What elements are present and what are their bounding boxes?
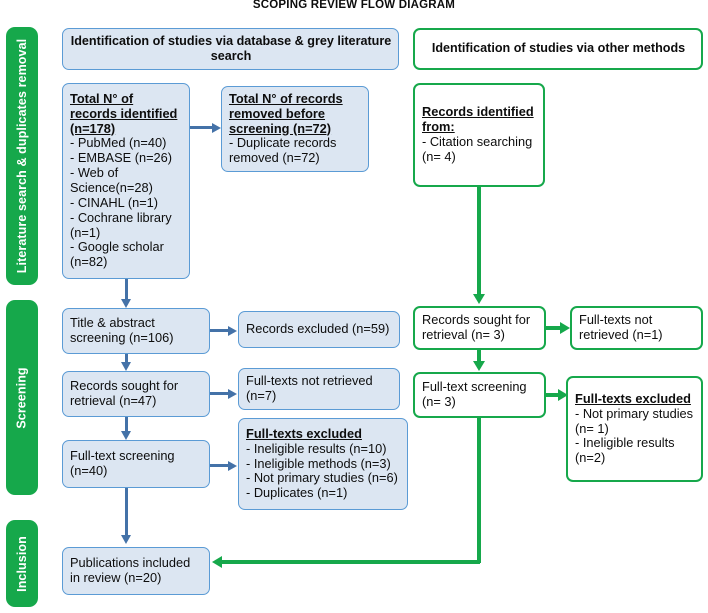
- box-records-identified-heading: Total N° of records identified (n=178): [70, 90, 178, 136]
- box-records-identified: Total N° of records identified (n=178) -…: [62, 83, 190, 279]
- stage-rail-literature-search: Literature search & duplicates removal: [6, 27, 38, 285]
- arrowhead-identified-to-screening: [121, 299, 131, 308]
- box-records-removed-heading: Total N° of records removed before scree…: [229, 90, 343, 136]
- connector-other-to-included-horizontal: [222, 560, 480, 564]
- header-other-methods: Identification of studies via other meth…: [413, 28, 703, 70]
- box-publications-included: Publications included in review (n=20): [62, 547, 210, 595]
- arrowhead-other-identified-to-sought: [472, 294, 485, 304]
- box-records-identified-item-2: - Web of Science(n=28): [70, 165, 153, 195]
- arrowhead-other-sought-to-fulltext-screening: [472, 361, 485, 371]
- stage-label-screening: Screening: [15, 366, 29, 429]
- box-other-fulltexts-not-retrieved: Full-texts not retrieved (n=1): [570, 306, 703, 350]
- box-fulltext-screening: Full-text screening (n=40): [62, 440, 210, 488]
- box-records-identified-item-0: - PubMed (n=40): [70, 135, 167, 151]
- stage-label-literature-search: Literature search & duplicates removal: [15, 38, 30, 274]
- box-fulltext-screening-label: Full-text screening (n=40): [70, 448, 175, 478]
- header-other-methods-label: Identification of studies via other meth…: [431, 41, 686, 56]
- box-other-fulltexts-excluded-item-0: - Not primary studies (n= 1): [575, 405, 694, 436]
- box-other-records-identified-item-0: - Citation searching (n= 4): [422, 134, 533, 164]
- arrowhead-other-to-included: [212, 555, 222, 568]
- header-database-search-label: Identification of studies via database &…: [70, 33, 392, 63]
- box-records-identified-item-4: - Cochrane library (n=1): [70, 209, 172, 240]
- box-title-abstract-screening: Title & abstract screening (n=106): [62, 308, 210, 354]
- box-records-identified-item-3: - CINAHL (n=1): [70, 194, 159, 210]
- connector-other-sought-to-not-retrieved: [546, 326, 564, 330]
- box-records-identified-item-1: - EMBASE (n=26): [70, 150, 173, 166]
- box-records-removed-item-0: - Duplicate records removed (n=72): [229, 135, 337, 166]
- page-title: SCOPING REVIEW FLOW DIAGRAM: [252, 0, 456, 11]
- box-fulltexts-excluded-item-0: - Ineligible results (n=10): [246, 440, 387, 456]
- arrowhead-sought-to-fulltext-screening: [121, 431, 131, 440]
- box-records-identified-item-5: - Google scholar (n=82): [70, 239, 164, 270]
- box-other-fulltexts-excluded: Full-texts excluded - Not primary studie…: [566, 376, 703, 482]
- connector-identified-to-screening: [125, 279, 128, 303]
- box-fulltexts-excluded-item-3: - Duplicates (n=1): [246, 485, 348, 501]
- box-records-sought-retrieval-label: Records sought for retrieval (n=47): [70, 378, 179, 408]
- box-other-records-identified-heading: Records identified from:: [422, 104, 534, 135]
- stage-label-inclusion: Inclusion: [15, 535, 30, 592]
- box-other-fulltext-screening: Full-text screening (n= 3): [413, 372, 546, 418]
- box-records-excluded-label: Records excluded (n=59): [246, 321, 390, 337]
- arrowhead-screening-to-excluded: [228, 325, 237, 336]
- box-fulltexts-excluded-item-1: - Ineligible methods (n=3): [246, 455, 391, 471]
- arrowhead-screening-to-sought: [121, 362, 131, 371]
- box-records-removed: Total N° of records removed before scree…: [221, 86, 369, 172]
- arrowhead-fulltext-to-included: [121, 535, 131, 544]
- stage-rail-inclusion: Inclusion: [6, 520, 38, 607]
- connector-identified-to-removed: [190, 126, 216, 129]
- arrowhead-other-fulltext-to-excluded: [558, 388, 568, 401]
- box-other-fulltexts-excluded-heading: Full-texts excluded: [575, 390, 691, 406]
- connector-screening-to-sought: [125, 354, 128, 366]
- box-other-fulltexts-not-retrieved-label: Full-texts not retrieved (n=1): [579, 312, 663, 342]
- box-records-sought-retrieval: Records sought for retrieval (n=47): [62, 371, 210, 417]
- connector-other-sought-to-fulltext-screening: [477, 350, 481, 366]
- arrowhead-sought-to-not-retrieved: [228, 388, 237, 399]
- box-other-fulltexts-excluded-item-1: - Ineligible results (n=2): [575, 435, 675, 466]
- connector-sought-to-not-retrieved: [210, 392, 232, 395]
- box-other-records-sought-retrieval: Records sought for retrieval (n= 3): [413, 306, 546, 350]
- stage-rail-screening: Screening: [6, 300, 38, 495]
- connector-sought-to-fulltext-screening: [125, 417, 128, 435]
- box-fulltexts-not-retrieved: Full-texts not retrieved (n=7): [238, 368, 400, 410]
- connector-screening-to-excluded: [210, 329, 232, 332]
- box-fulltexts-excluded-heading: Full-texts excluded: [246, 425, 362, 441]
- box-publications-included-label: Publications included in review (n=20): [70, 555, 191, 585]
- arrowhead-fulltext-to-excluded: [228, 460, 237, 471]
- box-fulltexts-excluded: Full-texts excluded - Ineligible results…: [238, 418, 408, 510]
- connector-other-to-included-vertical: [477, 418, 481, 563]
- box-other-records-sought-retrieval-label: Records sought for retrieval (n= 3): [422, 312, 531, 342]
- connector-fulltext-to-excluded: [210, 464, 232, 467]
- connector-fulltext-to-included: [125, 488, 128, 540]
- box-records-excluded: Records excluded (n=59): [238, 311, 400, 348]
- box-fulltexts-not-retrieved-label: Full-texts not retrieved (n=7): [246, 373, 373, 403]
- arrowhead-identified-to-removed: [212, 122, 221, 133]
- arrowhead-other-sought-to-not-retrieved: [560, 321, 570, 334]
- connector-other-fulltext-to-excluded: [546, 393, 562, 397]
- box-other-records-identified: Records identified from: - Citation sear…: [413, 83, 545, 187]
- header-database-search: Identification of studies via database &…: [62, 28, 399, 70]
- box-fulltexts-excluded-item-2: - Not primary studies (n=6): [246, 470, 398, 486]
- connector-other-identified-to-sought: [477, 187, 481, 297]
- box-title-abstract-screening-label: Title & abstract screening (n=106): [70, 315, 174, 345]
- box-other-fulltext-screening-label: Full-text screening (n= 3): [422, 379, 527, 409]
